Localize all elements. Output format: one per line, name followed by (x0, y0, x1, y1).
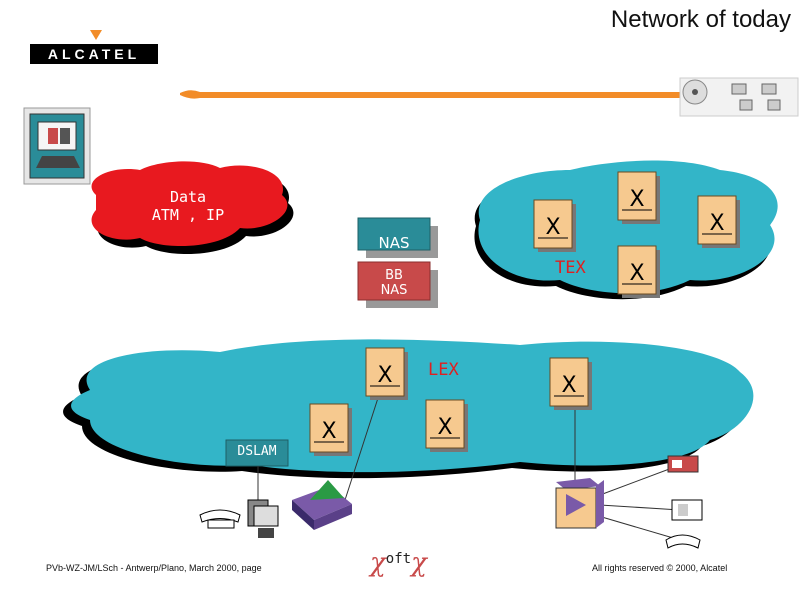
tex-switch-top: X (617, 171, 660, 224)
tex-switch-bottom-label: X (629, 261, 644, 286)
data-cloud-line2: ATM , IP (151, 206, 225, 224)
tex-switch-left-label: X (545, 215, 560, 240)
lex-switch-left-label: X (321, 419, 336, 444)
tex-switch-top-label: X (629, 187, 644, 212)
logo-accent-icon (90, 30, 102, 40)
pc-icon (247, 499, 279, 538)
tex-label: TEX (555, 258, 586, 278)
tex-switch-right: X (697, 195, 740, 248)
footer-logo-suffix: χ (411, 548, 427, 578)
nas-box (357, 217, 438, 258)
lex-switch-right-label: X (561, 373, 576, 398)
lex-switch-right: X (549, 357, 592, 410)
phone-icon (199, 509, 241, 529)
header-bar (180, 77, 799, 117)
alcatel-logo: ALCATEL (30, 44, 158, 64)
footer-right: All rights reserved © 2000, Alcatel (592, 563, 728, 573)
lex-switch-center: X (365, 347, 408, 400)
bb-nas-line2: NAS (380, 283, 408, 298)
tex-switch-bottom: X (617, 245, 660, 298)
tex-switch-right-label: X (709, 211, 724, 236)
connection-lines (257, 397, 681, 541)
bb-nas-box (357, 261, 438, 308)
dslam-label: DSLAM (237, 444, 277, 459)
lex-switch-left: X (309, 403, 352, 456)
data-cloud (91, 161, 294, 255)
switches-group: X X X X X X X X (309, 171, 740, 456)
software-package-icon (292, 480, 352, 530)
footer-left: PVb-WZ-JM/LSch - Antwerp/Plano, March 20… (46, 563, 262, 573)
lex-switch-center-label: X (377, 363, 392, 388)
footer-logo-word: oft (385, 551, 412, 567)
dslam-box (225, 439, 289, 467)
footer-logo: χoftχ (370, 548, 427, 578)
data-cloud-line1: Data (169, 188, 207, 206)
footer-logo-prefix: χ (370, 548, 386, 578)
page-title: Network of today (610, 6, 791, 33)
bb-nas-label: BB NAS (358, 268, 430, 298)
lex-cloud (63, 339, 754, 479)
lex-label: LEX (428, 360, 459, 380)
bb-nas-line1: BB (385, 268, 403, 283)
tex-switch-left: X (533, 199, 576, 252)
server-icon (555, 478, 604, 529)
lex-switch-mid: X (425, 399, 468, 452)
computer-icon (23, 107, 91, 185)
fax-icon (667, 455, 699, 473)
lex-switch-mid-label: X (437, 415, 452, 440)
data-cloud-label: Data ATM , IP (128, 188, 248, 224)
nas-label: NAS (378, 234, 410, 252)
telephone-icon (671, 499, 703, 521)
handset-icon (665, 534, 701, 549)
